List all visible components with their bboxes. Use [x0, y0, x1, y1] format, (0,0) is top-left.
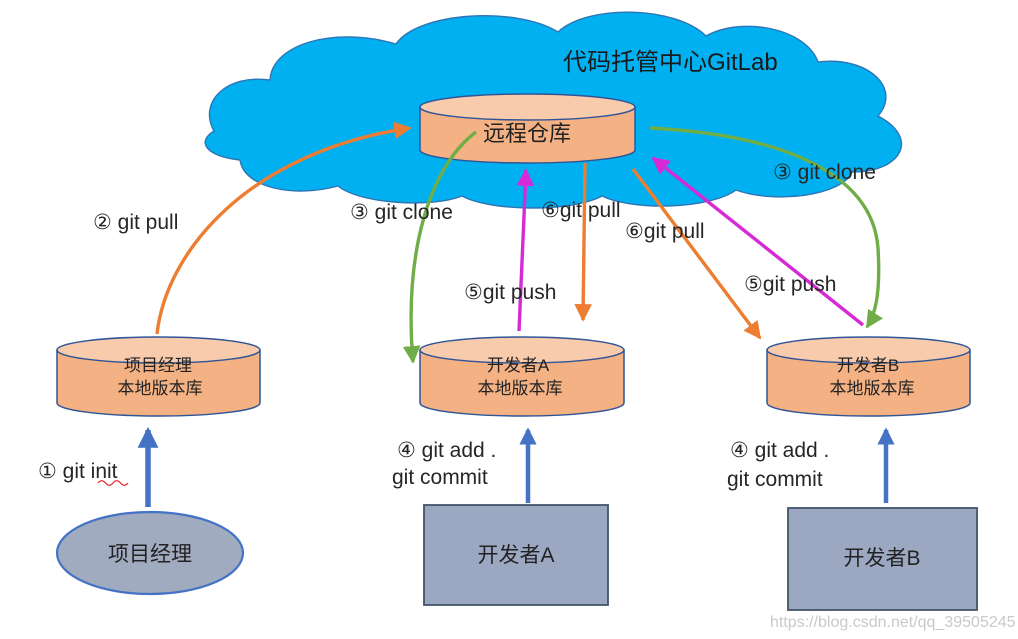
git-clone-b-label: ③ git clone	[773, 161, 876, 184]
dev-a-actor: 开发者A	[423, 504, 609, 606]
git-init-label: ① git init	[38, 460, 118, 483]
git-pull-b-arrow	[631, 167, 762, 340]
dev-b-repo-cylinder: 开发者B 本地版本库	[766, 336, 971, 417]
git-clone-a-label: ③ git clone	[350, 201, 453, 224]
remote-repo-label: 远程仓库	[483, 121, 571, 146]
dev-a-repo-line1: 开发者A	[487, 356, 550, 375]
manager-actor: 项目经理	[55, 510, 245, 596]
git-pull-b-label: ⑥git pull	[625, 220, 705, 243]
git-pull-a-arrow	[574, 162, 593, 322]
dev-b-actor: 开发者B	[787, 507, 978, 611]
git-push-b-label: ⑤git push	[744, 273, 836, 296]
git-add-a-label-line1: ④ git add .	[397, 439, 496, 462]
git-add-b-label-line1: ④ git add .	[730, 439, 829, 462]
dev-b-repo-line1: 开发者B	[837, 356, 899, 375]
manager-repo-line2: 本地版本库	[118, 379, 203, 398]
git-pull-a-label: ⑥git pull	[541, 199, 621, 222]
manager-repo-cylinder: 项目经理 本地版本库	[56, 336, 261, 417]
manager-label: 项目经理	[108, 543, 192, 566]
git-push-a-label: ⑤git push	[464, 281, 556, 304]
dev-b-repo-line2: 本地版本库	[830, 379, 915, 398]
git-push-b-arrow	[651, 156, 865, 327]
dev-a-label: 开发者A	[477, 544, 554, 567]
spellcheck-squiggle	[97, 480, 129, 486]
dev-a-repo-cylinder: 开发者A 本地版本库	[419, 336, 625, 417]
dev-a-repo-line2: 本地版本库	[478, 379, 563, 398]
manager-repo-line1: 项目经理	[124, 356, 192, 375]
git-add-b-label-line2: git commit	[727, 468, 823, 491]
git-add-a-label-line2: git commit	[392, 466, 488, 489]
git-clone-a-arrow	[402, 130, 478, 364]
cloud-title: 代码托管中心GitLab	[563, 49, 778, 76]
git-pull-manager-arrow	[155, 121, 412, 335]
git-clone-b-arrow	[649, 126, 883, 329]
watermark: https://blog.csdn.net/qq_39505245	[770, 614, 1016, 631]
remote-repo-cylinder: 远程仓库	[419, 93, 636, 164]
git-push-a-arrow	[516, 168, 535, 332]
git-pull-manager-label: ② git pull	[93, 211, 178, 234]
dev-b-label: 开发者B	[843, 547, 920, 570]
